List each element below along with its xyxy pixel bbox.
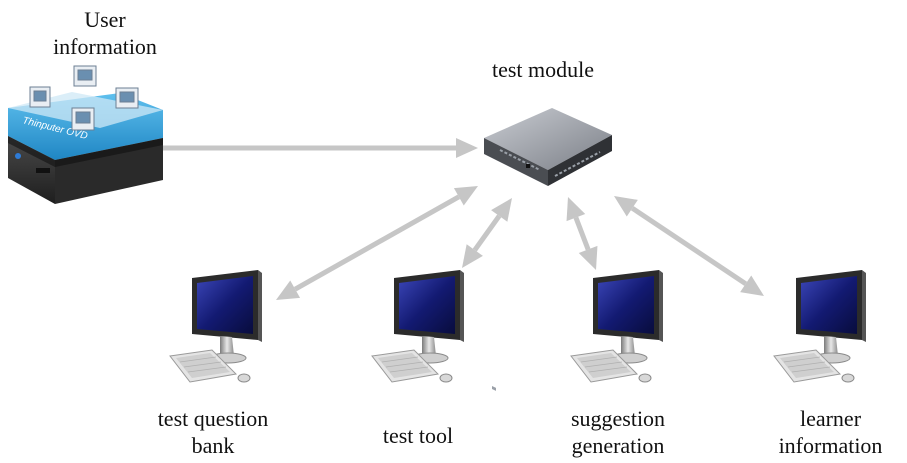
label-test-tool: test tool	[382, 423, 454, 448]
pc-suggestion-generation-icon	[570, 270, 664, 383]
arrow-user-to-module	[160, 138, 478, 158]
arrow-module-learner	[614, 196, 764, 296]
label-suggestion-generation: suggestion generation	[570, 406, 666, 458]
arrow-module-suggestion	[566, 197, 598, 270]
label-user-information: User information	[53, 7, 157, 59]
server-icon: Thinputer OVD	[8, 65, 163, 204]
pc-test-tool-icon	[371, 270, 465, 383]
pc-test-question-bank-icon	[169, 270, 263, 383]
label-test-question-bank: test question bank	[157, 406, 269, 458]
label-learner-information: learner information	[778, 406, 883, 458]
arrow-module-bank	[276, 186, 478, 300]
arrow-module-tool	[462, 198, 512, 268]
connection-arrows	[160, 138, 764, 300]
router-icon	[484, 108, 612, 391]
label-test-module: test module	[491, 57, 595, 82]
pc-learner-information-icon	[773, 270, 867, 383]
